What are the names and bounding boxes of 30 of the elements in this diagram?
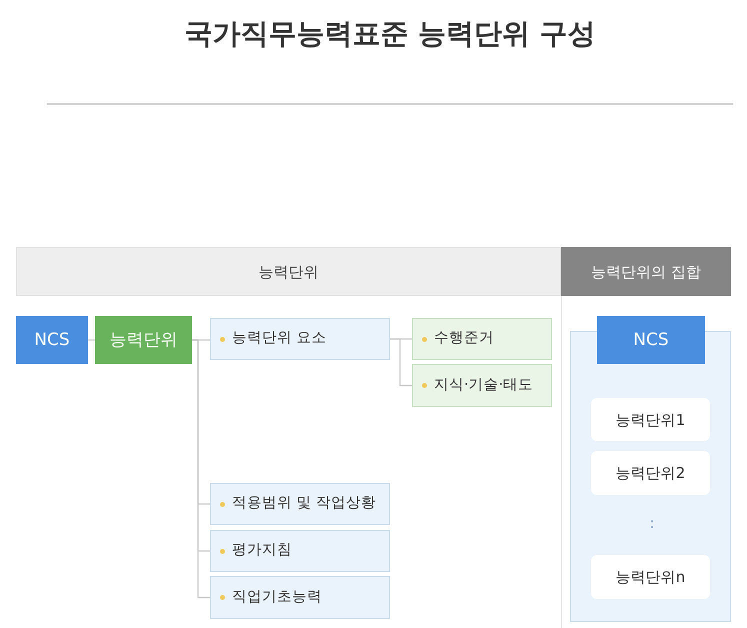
list-item-box [210,483,390,525]
header-text: 능력단위 [258,262,318,280]
item-text: 적용범위 및 작업상황 [232,495,376,513]
item-text: 직업기초능력 [232,588,322,606]
category-box [95,316,192,364]
item-text: 지식·기술·태도 [434,376,534,394]
list-item-box [210,576,390,619]
category-box [597,316,705,364]
diagram-title: 국가직무능력표준 능력단위 구성 [183,16,597,52]
connector-line [192,339,210,598]
item-text: 수행준거 [434,330,494,348]
list-item-box [210,530,390,572]
category-text: NCS [34,330,70,350]
continuation-mark: : [648,513,656,533]
category-text: NCS [633,330,669,350]
list-item-box [412,318,552,360]
group-panel [570,331,731,622]
unit-text: 능력단위n [616,568,686,586]
list-item-box [210,318,390,360]
unit-text: 능력단위2 [616,464,686,482]
category-text: 능력단위 [110,330,178,350]
header-band [16,247,561,296]
item-text: 평가지침 [232,542,292,560]
header-text: 능력단위의 집합 [591,262,701,280]
connector-line [390,338,412,386]
item-text: 능력단위 요소 [232,330,327,348]
list-item-box [412,364,552,407]
category-box [16,316,88,364]
unit-text: 능력단위1 [616,410,686,428]
header-band [561,247,731,296]
